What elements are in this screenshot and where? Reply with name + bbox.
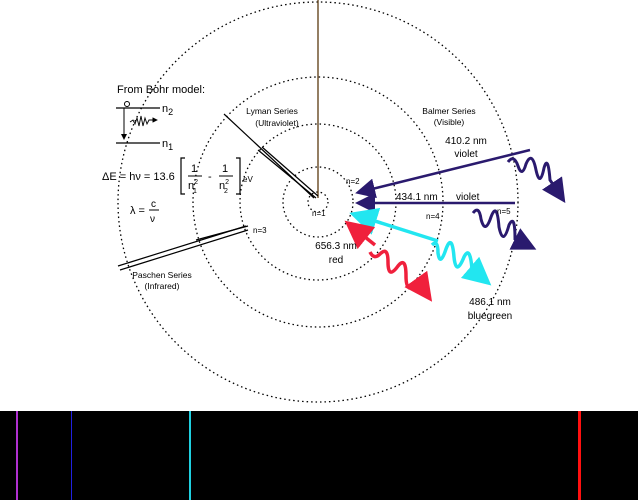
level-label-n1: n=1 — [312, 209, 326, 218]
paschen-label: Paschen Series — [132, 270, 192, 280]
photon-410 — [506, 156, 566, 203]
paschen-line — [119, 229, 249, 271]
level-label-n4: n=4 — [426, 212, 440, 221]
arrow-410 — [355, 148, 531, 199]
paschen-region: (Infrared) — [145, 281, 180, 291]
bohr-title: From Bohr model: — [117, 84, 205, 96]
energy-equation: ΔE = hν = 13.6 — [102, 171, 175, 183]
arrow-656 — [344, 220, 377, 250]
photon-wave-icon — [129, 115, 158, 127]
lambda-equation: λ = — [130, 205, 145, 217]
lyman-region: (Ultraviolet) — [255, 118, 299, 128]
lambda-den: ν — [150, 214, 155, 225]
bohr-diagram: From Bohr model: n2 n1 ΔE = hν = 13.6 1 … — [102, 0, 566, 403]
photon-656 — [368, 249, 433, 302]
wavelength-486: 486.1 nm — [469, 297, 511, 308]
photon-486 — [430, 240, 492, 286]
spectral-line-656.3 — [578, 411, 581, 500]
hydrogen-emission-spectrum — [0, 411, 638, 500]
level-label-n5: n=5 — [497, 207, 511, 216]
electron-icon — [124, 101, 130, 107]
lyman-line — [261, 146, 319, 197]
lambda-num: c — [151, 199, 156, 210]
orbit-n1 — [307, 191, 329, 213]
color-434: violet — [456, 192, 480, 203]
spectral-line-410.2 — [16, 411, 18, 500]
orbit-n2 — [282, 166, 354, 238]
spectral-line-486.1 — [189, 411, 191, 500]
level-label-n2: n=2 — [346, 177, 360, 186]
spectral-line-434.1 — [70, 411, 73, 500]
photon-434 — [471, 208, 537, 250]
orbit-n5 — [117, 1, 519, 403]
minus: - — [208, 171, 212, 183]
arrow-486 — [349, 208, 439, 243]
frac2: 1 — [222, 163, 228, 175]
level-label-n3: n=3 — [253, 226, 267, 235]
color-410: violet — [454, 149, 478, 160]
color-656: red — [329, 255, 343, 266]
wavelength-410: 410.2 nm — [445, 136, 487, 147]
equation-unit: eV — [243, 175, 253, 184]
color-486: bluegreen — [468, 311, 512, 322]
frac1: 1 — [191, 163, 197, 175]
lyman-line — [257, 149, 317, 199]
balmer-label: Balmer Series — [422, 106, 475, 116]
paschen-line — [195, 225, 249, 241]
bracket-right — [236, 157, 241, 195]
n1-label: n1 — [162, 138, 173, 152]
bracket-left — [180, 157, 185, 195]
wavelength-434: 434.1 nm — [396, 192, 438, 203]
balmer-region: (Visible) — [434, 117, 465, 127]
wavelength-656: 656.3 nm — [315, 241, 357, 252]
n2-label: n2 — [162, 103, 173, 117]
lyman-label: Lyman Series — [246, 106, 298, 116]
